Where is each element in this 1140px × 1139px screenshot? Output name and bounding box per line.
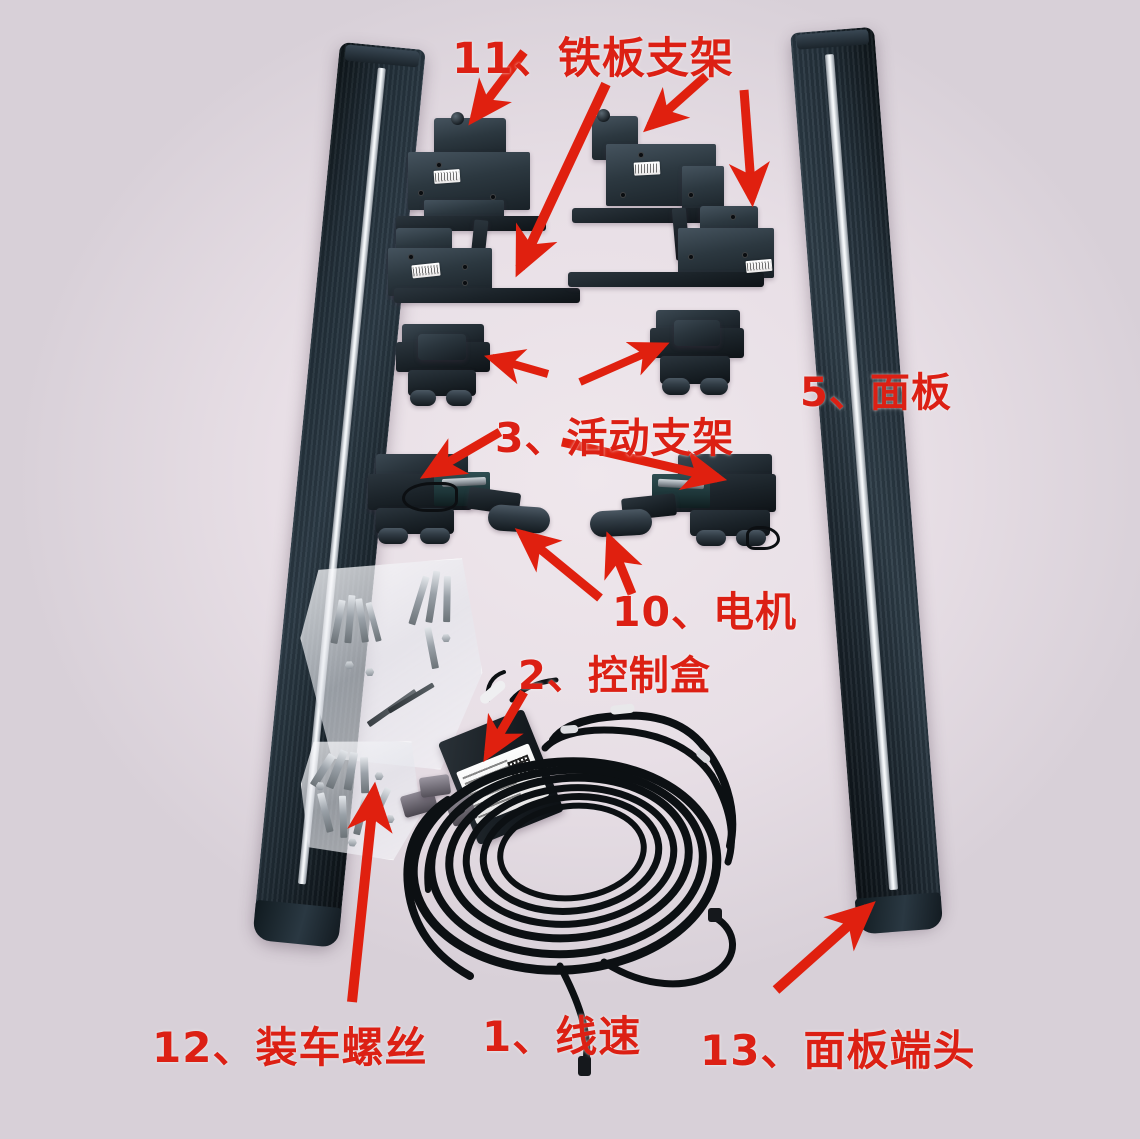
motor-roller xyxy=(696,530,726,546)
label-iron-plate-bracket: 11、铁板支架 xyxy=(452,34,734,84)
label-panel: 5、面板 xyxy=(800,370,952,416)
arrow-to-motor-mount-left xyxy=(419,428,503,479)
bracket-hole xyxy=(688,192,694,198)
bracket-inner-slide xyxy=(418,334,466,360)
bracket-stud xyxy=(597,109,610,122)
bracket-hole xyxy=(638,152,644,158)
bracket-hole xyxy=(688,254,694,260)
bracket-hole xyxy=(730,214,736,220)
bracket-rail xyxy=(568,272,764,287)
bracket-roller xyxy=(446,390,472,406)
motor-wire xyxy=(746,526,780,550)
bracket-stud xyxy=(451,112,464,125)
bracket-inner-slide xyxy=(674,320,720,346)
movable-bracket-right xyxy=(650,306,746,400)
bracket-hole xyxy=(620,192,626,198)
bracket-roller xyxy=(410,390,436,406)
arrow-to-motor-right xyxy=(604,531,643,596)
bracket-rail xyxy=(572,208,732,223)
arrow-to-iron-bracket-1 xyxy=(468,49,528,126)
bracket-hole xyxy=(462,280,468,286)
arrow-to-control-box xyxy=(483,689,528,763)
arrow-to-movable-bracket-left xyxy=(484,349,550,385)
bracket-hole xyxy=(418,190,424,196)
iron-bracket-upper-right xyxy=(572,104,796,314)
bracket-roller xyxy=(700,378,728,395)
arrow-to-motor-mount-right xyxy=(560,437,728,491)
motor-wire xyxy=(402,482,458,512)
motor-roller xyxy=(420,528,450,544)
arrow-to-iron-bracket-2 xyxy=(515,81,611,278)
arrow-to-movable-bracket-right xyxy=(578,341,670,386)
bracket-hole xyxy=(490,194,496,200)
arrow-to-iron-bracket-3 xyxy=(643,72,709,133)
movable-bracket-left xyxy=(396,318,492,410)
bracket-hole xyxy=(436,162,442,168)
bracket-hole xyxy=(462,264,468,270)
arrow-to-screw-bags xyxy=(347,781,393,1003)
label-wiring-harness: 1、线速 xyxy=(482,1012,642,1061)
label-panel-end-cap: 13、面板端头 xyxy=(700,1026,976,1075)
arrow-to-iron-bracket-4 xyxy=(728,89,770,208)
iron-bracket-lower-left xyxy=(384,218,614,328)
bracket-roller xyxy=(662,378,690,395)
arrow-to-motor-left xyxy=(514,528,603,602)
bracket-rail xyxy=(396,216,546,231)
motor-roller xyxy=(378,528,408,544)
label-control-box: 2、控制盒 xyxy=(518,653,711,699)
bracket-hole xyxy=(408,254,414,260)
bracket-hole xyxy=(742,252,748,258)
bracket-rail xyxy=(394,288,580,303)
arrow-to-panel-end-cap xyxy=(772,901,876,994)
label-movable-bracket: 3、活动支架 xyxy=(495,414,735,462)
label-motor: 10、电机 xyxy=(612,588,798,636)
label-mounting-screws: 12、装车螺丝 xyxy=(152,1023,428,1072)
iron-bracket-lower-right xyxy=(560,200,800,310)
